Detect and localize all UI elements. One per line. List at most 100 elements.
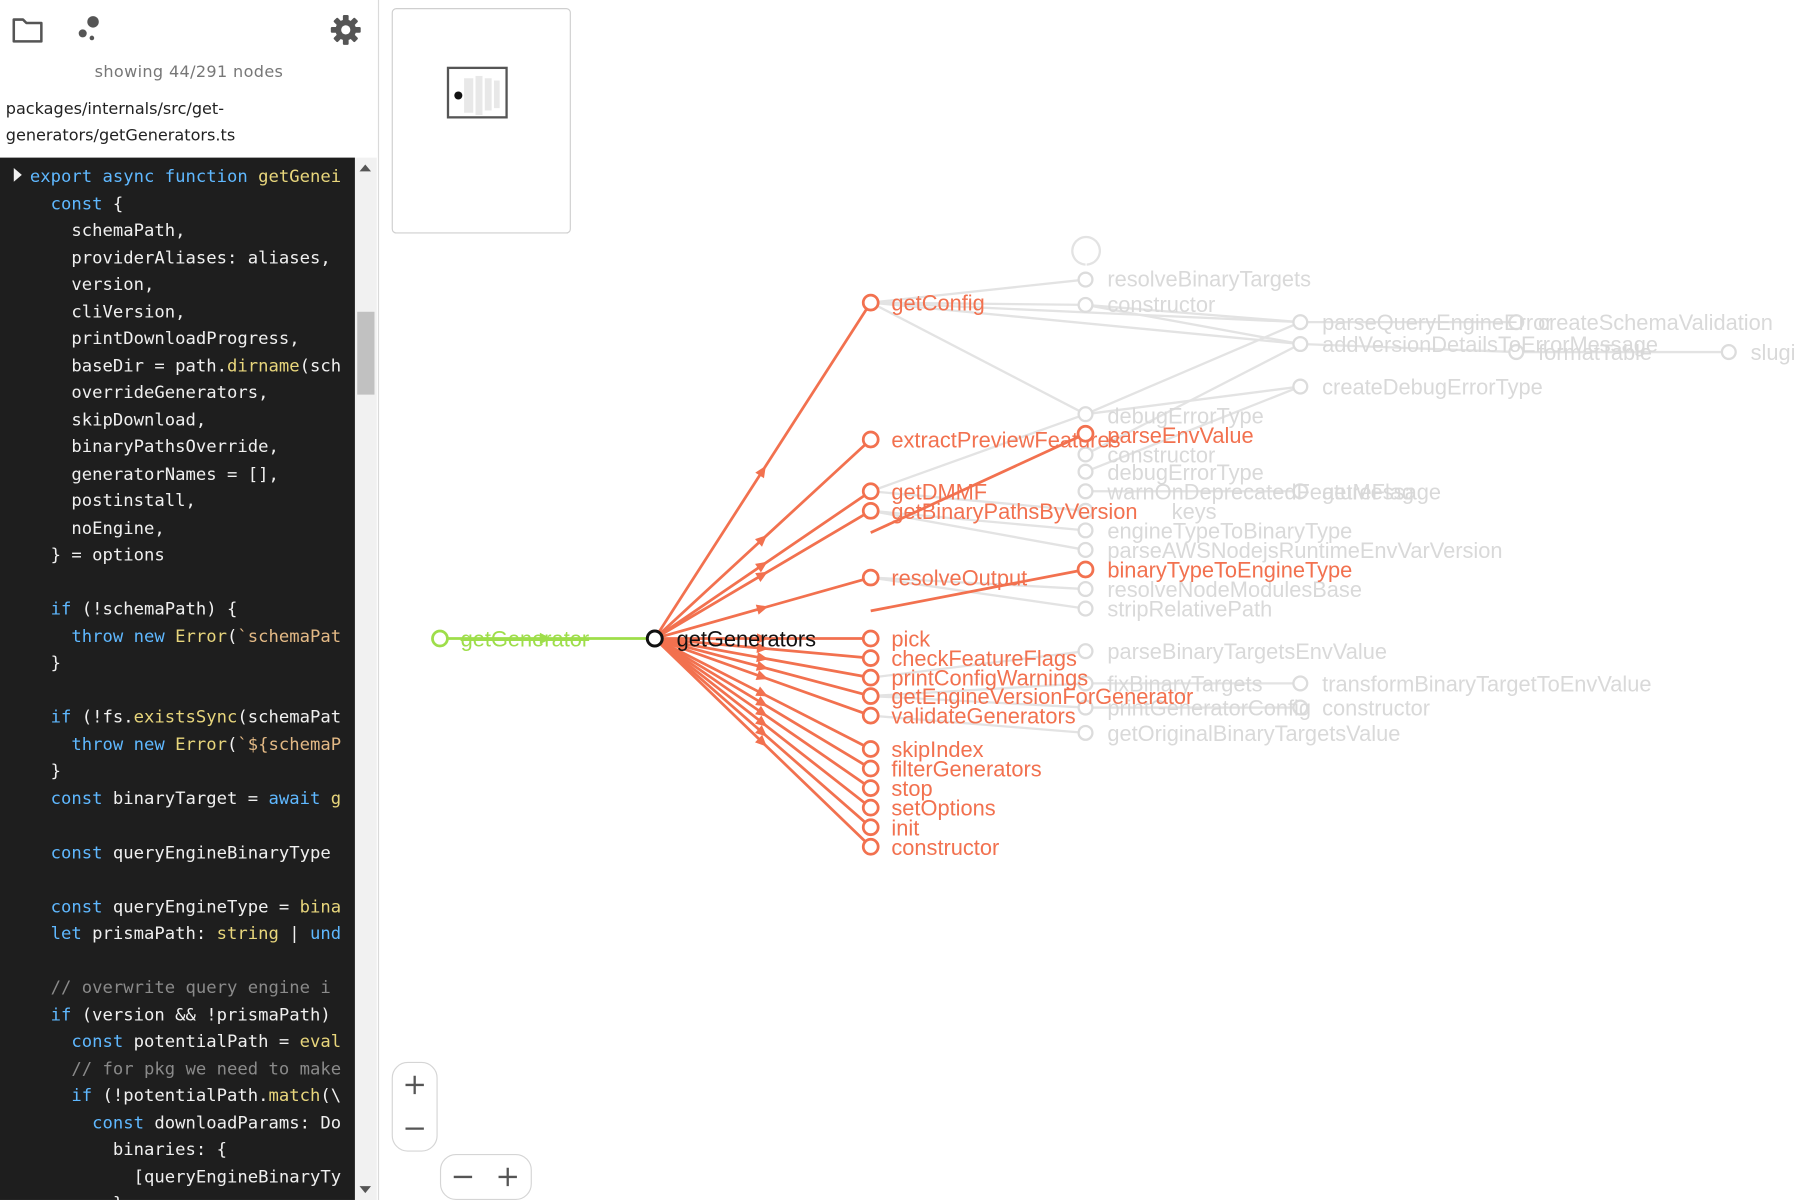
node-circle[interactable]	[861, 687, 880, 705]
faded-node-label: constructor	[1107, 442, 1215, 467]
callee-node[interactable]: constructor	[861, 835, 999, 860]
code-token: und	[309, 922, 342, 944]
code-token: const	[29, 895, 113, 917]
scroll-up-icon[interactable]	[359, 164, 372, 172]
code-line: schemaPath,	[30, 220, 185, 241]
faded-graph: resolveBinaryTargetsconstructorparseQuer…	[870, 235, 1795, 746]
code-line: let prismaPath: string | und	[30, 923, 341, 944]
focus-node[interactable]: getGenerators	[645, 627, 816, 652]
edge-arrow	[755, 725, 768, 737]
callee-nodes[interactable]: getConfigextractPreviewFeaturesgetDMMFge…	[861, 291, 1193, 860]
code-token: dirname	[226, 354, 300, 376]
zoom-out-button[interactable]	[393, 1107, 437, 1151]
faded-node-label: debugErrorType	[1107, 403, 1263, 428]
code-scrollbar[interactable]	[354, 157, 377, 1200]
node-circle[interactable]	[861, 568, 880, 587]
code-line: overrideGenerators,	[29, 381, 269, 403]
callee-node[interactable]: getDMMF	[861, 479, 987, 504]
callee-node[interactable]: pick	[861, 627, 930, 652]
code-token: binaryPathsOverride,	[29, 436, 279, 457]
spread-decrease-icon	[453, 1175, 473, 1179]
node-circle[interactable]	[861, 837, 880, 856]
node-circle[interactable]	[861, 759, 880, 778]
spread-controls	[439, 1153, 532, 1200]
callee-node[interactable]: filterGenerators	[861, 757, 1042, 782]
minimap[interactable]	[391, 8, 571, 234]
node-circle[interactable]	[861, 293, 880, 312]
faded-node-label: parseAWSNodejsRuntimeEnvVarVersion	[1107, 538, 1502, 563]
node-label: skipIndex	[891, 737, 983, 762]
edge-arrow	[756, 633, 769, 644]
code-token: Error	[175, 733, 227, 755]
node-label: init	[891, 815, 919, 840]
node-circle[interactable]	[861, 779, 880, 797]
node-label: getBinaryPathsByVersion	[891, 499, 1137, 524]
code-editor[interactable]: export async function getGenei const { s…	[0, 157, 355, 1200]
callee-node[interactable]: getConfig	[861, 291, 985, 316]
code-token: Error	[175, 625, 227, 647]
second-level-node-parse-env[interactable]: parseEnvValue	[1076, 423, 1254, 448]
code-token: throw new	[29, 733, 176, 755]
code-line: }	[30, 1193, 123, 1200]
node-label: setOptions	[891, 796, 995, 821]
code-token: overrideGenerators,	[29, 381, 269, 403]
gear-icon	[330, 14, 361, 45]
minimap-preview	[446, 66, 508, 119]
fold-toggle-icon[interactable]	[13, 167, 22, 182]
caller-node[interactable]: getGenerator	[431, 627, 589, 652]
spread-decrease-button[interactable]	[441, 1155, 485, 1199]
code-line: generatorNames = [],	[30, 463, 279, 484]
code-line: providerAliases: aliases,	[30, 247, 331, 268]
code-token: if	[29, 1003, 82, 1025]
code-token: version,	[29, 273, 155, 295]
callee-node[interactable]: stop	[861, 776, 933, 801]
code-line: if (!fs.existsSync(schemaPat	[30, 706, 341, 727]
callee-node[interactable]: resolveOutput	[861, 566, 1027, 591]
node-circle[interactable]	[861, 740, 880, 758]
node-circle[interactable]	[861, 668, 880, 687]
edge-arrow	[755, 604, 769, 615]
code-token: match	[268, 1084, 321, 1106]
faded-node-label: transformBinaryTargetToEnvValue	[1322, 671, 1651, 696]
node-circle[interactable]	[861, 798, 880, 817]
graph-view-button[interactable]	[70, 12, 107, 49]
node-circle[interactable]	[861, 501, 880, 520]
node-circle[interactable]	[861, 430, 880, 449]
settings-button[interactable]	[327, 12, 364, 49]
node-circle[interactable]	[861, 649, 880, 667]
zoom-in-icon	[405, 1075, 424, 1095]
callee-node[interactable]: checkFeatureFlags	[861, 646, 1077, 671]
callee-node[interactable]: getBinaryPathsByVersion	[861, 499, 1138, 524]
code-token: |	[278, 922, 310, 944]
code-token: `${schemaP	[237, 733, 342, 755]
faded-node-label: createSchemaValidation	[1538, 310, 1773, 335]
callee-node[interactable]: skipIndex	[861, 737, 984, 762]
node-circle[interactable]	[861, 818, 880, 837]
code-token: binaries: {	[29, 1138, 227, 1160]
node-circle[interactable]	[861, 706, 880, 725]
code-line: baseDir = path.dirname(sch	[30, 355, 341, 376]
code-token: providerAliases: aliases,	[29, 246, 331, 268]
callee-node[interactable]: printConfigWarnings	[861, 666, 1088, 691]
node-circle[interactable]	[861, 629, 880, 648]
spread-increase-button[interactable]	[486, 1155, 530, 1199]
code-token: const	[29, 192, 113, 214]
second-level-node-binary-type[interactable]: binaryTypeToEngineType	[1076, 558, 1352, 583]
code-line: const {	[29, 192, 124, 214]
code-token: [queryEngineBinaryTy	[29, 1166, 342, 1187]
faded-node-label: parseQueryEngineError	[1322, 310, 1552, 335]
scroll-down-icon[interactable]	[359, 1186, 372, 1194]
node-circle[interactable]	[861, 482, 880, 501]
callee-node[interactable]: validateGenerators	[861, 704, 1076, 729]
callee-node[interactable]: getEngineVersionForGenerator	[861, 684, 1193, 709]
zoom-in-button[interactable]	[393, 1063, 437, 1107]
scrollbar-thumb[interactable]	[357, 311, 375, 395]
code-token: export async function	[29, 165, 259, 187]
callee-node[interactable]: setOptions	[861, 796, 996, 821]
callee-node[interactable]: init	[861, 815, 919, 840]
code-text: export async function getGenei const { s…	[30, 163, 341, 1200]
code-line: const queryEngineBinaryType	[30, 842, 331, 863]
code-token: if	[29, 1084, 103, 1106]
open-folder-button[interactable]	[9, 12, 46, 49]
